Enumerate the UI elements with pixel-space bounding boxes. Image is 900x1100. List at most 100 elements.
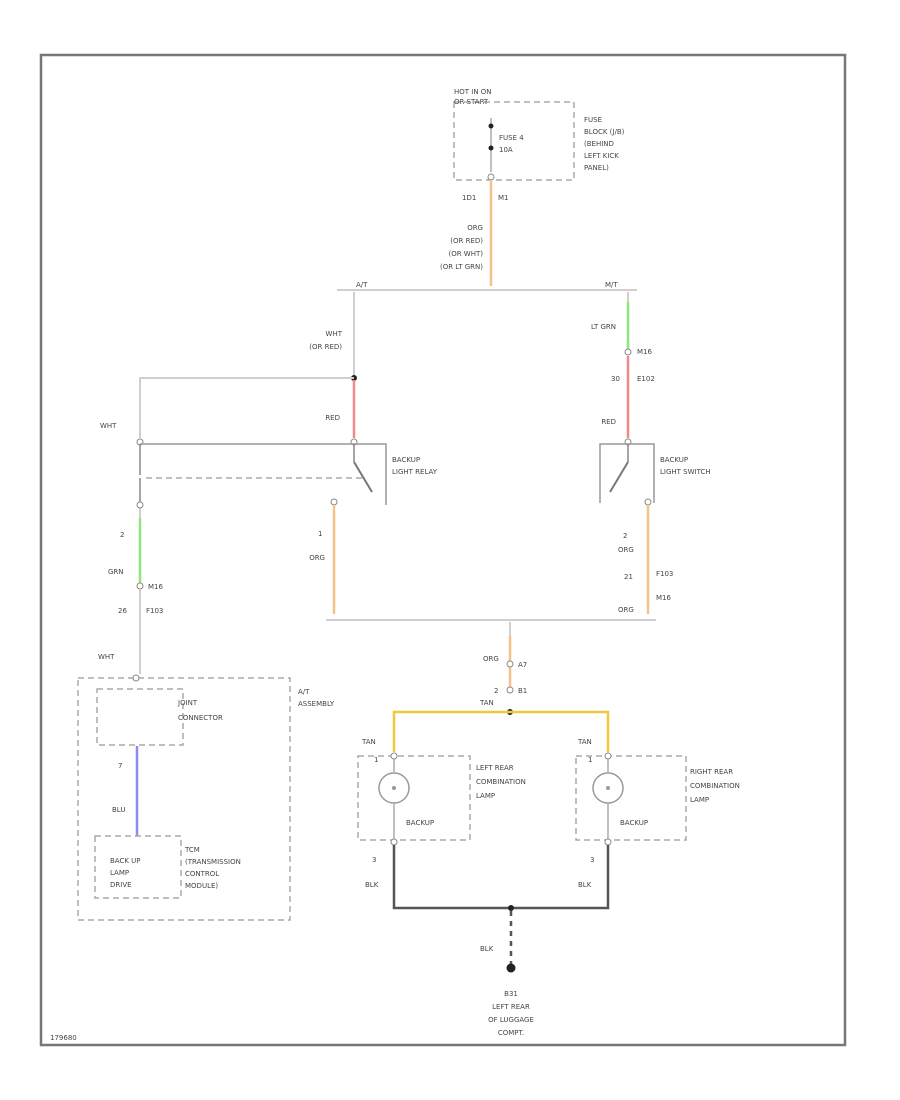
relay-out-pin-label: 1: [318, 530, 322, 538]
hot-label-2: OR START: [454, 98, 489, 106]
ground-wire-label: BLK: [480, 945, 494, 953]
at-assembly-outline: [77, 677, 291, 921]
ground-point: [506, 963, 516, 973]
branch-at: A/T: [356, 281, 368, 289]
tcm-label-3: CONTROL: [185, 870, 219, 878]
fuse-output-pin: [487, 173, 495, 181]
right-lamp-name-2: COMBINATION: [690, 782, 740, 790]
fuse-block-label-4: LEFT KICK: [584, 152, 619, 160]
left-lamp-name-1: LEFT REAR: [476, 764, 514, 772]
left-lamp-feed-wire: [392, 710, 510, 752]
fuse-block: HOT IN ON OR START FUSE 4 10A FUSE BLOCK…: [453, 88, 625, 181]
lamp-feed-wire-label: ORG: [483, 655, 499, 663]
lamp-feed-conn-a7: [506, 660, 514, 668]
switch-out-pin-label: 2: [623, 532, 627, 540]
left-lamp-outline: [357, 755, 471, 841]
tcm-label-4: MODULE): [185, 882, 218, 890]
at-assembly: A/T ASSEMBLY JOINT CONNECTOR 7 BLU BACK …: [77, 674, 335, 921]
tcm-conn-2-pin: 26: [118, 607, 127, 615]
switch-conn-1: M16: [637, 348, 652, 356]
left-lamp-name-2: COMBINATION: [476, 778, 526, 786]
conn-m1: M1: [498, 194, 509, 202]
left-lamp-filament-icon: [392, 786, 396, 790]
main-wire-color-4: (OR LT GRN): [440, 263, 483, 271]
fuse-block-label-2: BLOCK (J/B): [584, 128, 625, 136]
right-lamp-filament-icon: [606, 786, 610, 790]
relay-name-2: LIGHT RELAY: [392, 468, 438, 476]
fuse-block-outline: [453, 101, 575, 181]
fuse-name: FUSE 4: [499, 134, 524, 142]
fuse-block-label-1: FUSE: [584, 116, 602, 124]
tcm-wire-label: GRN: [108, 568, 124, 576]
at-wire-color-2: (OR RED): [309, 343, 342, 351]
tcm-wire-2-label: WHT: [98, 653, 115, 661]
main-wire-color-1: ORG: [467, 224, 483, 232]
switch-name-1: BACKUP: [660, 456, 688, 464]
tcm-conn-m16: [136, 582, 144, 590]
ground-id: B31: [504, 990, 518, 998]
conn-1d1: 1D1: [462, 194, 476, 202]
joint-wire-label: BLU: [112, 806, 125, 814]
left-lamp-gnd-wire: BLK: [365, 881, 379, 889]
right-lamp-name-1: RIGHT REAR: [690, 768, 733, 776]
relay-out-wire-label: ORG: [309, 554, 325, 562]
lamp-drive-label-3: DRIVE: [110, 881, 132, 889]
switch-conn-2-pin: 30: [611, 375, 620, 383]
switch-bottom-wire-label: ORG: [618, 606, 634, 614]
diagram-frame: [39, 53, 847, 1047]
switch-body: [599, 443, 655, 503]
relay-name-1: BACKUP: [392, 456, 420, 464]
hot-label-1: HOT IN ON: [454, 88, 492, 96]
joint-connector-label-2: CONNECTOR: [178, 714, 223, 722]
right-lamp-feed-wire: [510, 710, 610, 752]
lamp-feed-conn-2: B1: [518, 687, 527, 695]
relay-contact-arm: [353, 461, 373, 493]
switch-name-2: LIGHT SWITCH: [660, 468, 711, 476]
lamp-drive-label-1: BACK UP: [110, 857, 141, 865]
switch-conn-3: F103: [656, 570, 673, 578]
left-lamp-wire-label: TAN: [361, 738, 376, 746]
tcm-label-1: TCM: [184, 846, 200, 854]
fuse-rating: 10A: [499, 146, 513, 154]
relay-coil-pin: [136, 501, 144, 509]
lamp-feed-pin: 2: [494, 687, 498, 695]
ground-desc-2: OF LUGGAGE: [488, 1016, 534, 1024]
switch-conn-m16: [624, 348, 632, 356]
fuse-block-label-3: (BEHIND: [584, 140, 614, 148]
diagram-code: 179680: [50, 1034, 77, 1042]
switch-red-label: RED: [601, 418, 616, 426]
relay-body: [140, 443, 387, 505]
relay-left-wire-label: WHT: [100, 422, 117, 430]
branch-mt: M/T: [605, 281, 618, 289]
relay-coil-feed-wire: [139, 377, 354, 438]
tcm-box-outline: [94, 835, 182, 899]
switch-top-wire-label: LT GRN: [591, 323, 616, 331]
right-lamp-pin-top: [604, 752, 612, 760]
right-lamp-wire-label: TAN: [577, 738, 592, 746]
fuse-terminal-bottom: [488, 145, 494, 151]
lamp-feed-wire-2-label: TAN: [479, 699, 494, 707]
left-lamp-pin-top: [390, 752, 398, 760]
at-assembly-pin: [132, 674, 140, 682]
left-lamp-label: BACKUP: [406, 819, 434, 827]
tcm-conn-1: M16: [148, 583, 163, 591]
right-lamp-name-3: LAMP: [690, 796, 709, 804]
switch-conn-2: E102: [637, 375, 655, 383]
ground-bus-wire: [392, 845, 610, 910]
right-lamp-pin-bottom: [604, 838, 612, 846]
left-lamp-gnd-pin: 3: [372, 856, 376, 864]
fuse-block-label-5: PANEL): [584, 164, 609, 172]
left-lamp-pin: 1: [374, 756, 378, 764]
tcm-pin-label: 2: [120, 531, 124, 539]
left-lamp-name-3: LAMP: [476, 792, 495, 800]
ground-splice: [508, 905, 514, 911]
ground-desc-3: COMPT.: [498, 1029, 524, 1037]
relay-out-pin: [330, 498, 338, 506]
switch-conn-3-pin: 21: [624, 573, 633, 581]
joint-pin-label: 7: [118, 762, 122, 770]
right-lamp-gnd-wire: BLK: [578, 881, 592, 889]
right-lamp-gnd-pin: 3: [590, 856, 594, 864]
joint-connector-label-1: JOINT: [177, 699, 198, 707]
switch-out-pin: [644, 498, 652, 506]
lamp-drive-label-2: LAMP: [110, 869, 129, 877]
